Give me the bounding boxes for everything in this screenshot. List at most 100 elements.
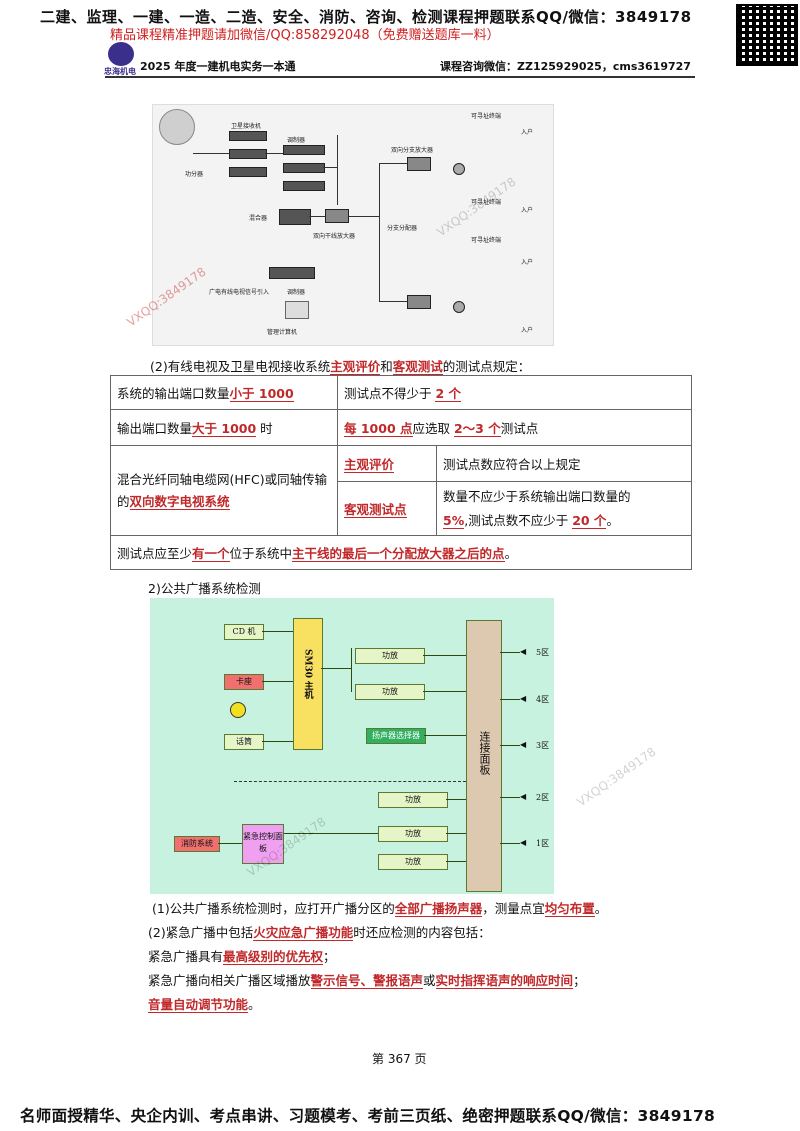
wire (500, 797, 520, 798)
cell-text: 。 (504, 546, 518, 561)
cell-text: 测试点应至少 (117, 546, 193, 561)
text-span: (1)公共广播系统检测时，应打开广播分区的 (152, 901, 395, 916)
label-mgmt-pc: 管理计算机 (267, 329, 298, 336)
wire (323, 167, 337, 168)
label-splitter: 功分器 (185, 171, 204, 178)
label-modulator-bottom: 调制器 (287, 289, 306, 296)
text-highlight: 全部广播扬声器 (394, 901, 483, 917)
cell-text: 应选取 (412, 421, 454, 436)
text-span: 。 (248, 997, 261, 1012)
cell-text: 测试点 (500, 421, 539, 436)
wire (321, 668, 351, 669)
speaker-icon: ◀ (520, 647, 527, 656)
caption-post: 的测试点规定： (442, 359, 531, 374)
test-point-table: 系统的输出端口数量小于 1000 测试点不得少于 2 个 输出端口数量大于 10… (110, 375, 692, 570)
cell-text: 测试点不得少于 (344, 386, 436, 401)
modulator-device (269, 267, 315, 279)
table-cell: 输出端口数量大于 1000 时 (110, 409, 338, 446)
table-row: 输出端口数量大于 1000 时 每 1000 点应选取 2～3 个测试点 (110, 409, 692, 446)
caption-mid: 和 (380, 359, 393, 374)
wire (262, 631, 293, 632)
cd-player-box: CD 机 (224, 624, 264, 640)
cell-highlight: 2 个 (435, 386, 462, 402)
wire (500, 652, 520, 653)
qr-code-icon (736, 4, 798, 66)
text-span: 紧急广播具有 (148, 949, 224, 964)
cable-section-caption: (2)有线电视及卫星电视接收系统主观评价和客观测试的测试点规定： (150, 356, 530, 375)
table-cell: 每 1000 点应选取 2～3 个测试点 (337, 409, 692, 446)
wire (379, 301, 429, 302)
pa-paragraph-5: 音量自动调节功能。 (148, 994, 261, 1013)
wire (446, 833, 466, 834)
zone-label: 2区 (536, 793, 550, 802)
watermark: VXQQ:3849178 (574, 744, 659, 810)
wire (379, 163, 429, 164)
splitter-node-2 (453, 301, 465, 313)
text-span: (2)紧急广播中包括 (148, 925, 254, 940)
label-tv-source: 广电有线电视信号引入 (209, 289, 270, 296)
text-span: ，测量点宜 (482, 901, 545, 916)
computer-icon (285, 301, 309, 319)
amplifier-box: 功放 (378, 792, 448, 808)
caption-highlight-subjective: 主观评价 (330, 359, 381, 375)
connection-panel-box: 连接面板 (466, 620, 502, 892)
top-banner: 二建、监理、一建、一造、二造、安全、消防、咨询、检测课程押题联系QQ/微信：38… (40, 8, 692, 26)
wire (424, 735, 466, 736)
cell-highlight: 客观测试点 (344, 502, 407, 518)
label-trunk-amp: 双向干线放大器 (313, 233, 356, 240)
wire (265, 153, 283, 154)
device-rack-4 (283, 145, 325, 155)
label-modulator-top: 调制器 (287, 137, 306, 144)
table-row: 系统的输出端口数量小于 1000 测试点不得少于 2 个 (110, 375, 692, 410)
label-term-1: 可寻址终端 (471, 113, 502, 120)
table-cell: 客观测试点 (337, 481, 437, 536)
separator-dashed-line (234, 781, 466, 782)
wire (500, 843, 520, 844)
text-span: 时还应检测的内容包括： (353, 925, 491, 940)
zone-label: 5区 (536, 648, 550, 657)
fire-system-box: 消防系统 (174, 836, 220, 852)
cell-text: 测试点数应符合以上规定 (443, 457, 581, 472)
text-highlight: 均匀布置 (544, 901, 595, 917)
speaker-selector-box: 扬声器选择器 (366, 728, 426, 744)
cell-text: 混合光纤同轴电缆网(HFC)或同轴传输的 (117, 471, 328, 509)
host-box: SM30 主机 (293, 618, 323, 750)
mic-icon (230, 702, 246, 718)
table-row: 混合光纤同轴电缆网(HFC)或同轴传输的双向数字电视系统 主观评价 测试点数应符… (110, 445, 692, 536)
text-highlight: 火灾应急广播功能 (253, 925, 354, 941)
label-term-3: 可寻址终端 (471, 237, 502, 244)
text-highlight: 音量自动调节功能 (148, 997, 249, 1013)
table-cell: 测试点不得少于 2 个 (337, 375, 692, 410)
wire (500, 699, 520, 700)
cell-highlight: 有一个 (192, 546, 230, 562)
cell-highlight: 主观评价 (344, 457, 395, 473)
cell-highlight: 主干线的最后一个分配放大器之后的点 (292, 546, 505, 562)
text-highlight: 最高级别的优先权 (223, 949, 324, 965)
bi-amp-bottom (407, 295, 431, 309)
footer-banner: 名师面授精华、央企内训、考点串讲、习题模考、考前三页纸、绝密押题联系QQ/微信：… (20, 1107, 716, 1125)
emergency-panel-box: 紧急控制面板 (242, 824, 284, 864)
label-home-2: 入户 (521, 207, 534, 214)
text-span: 紧急广播向相关广播区域播放 (148, 973, 311, 988)
label-home-3: 入户 (521, 259, 534, 266)
cell-highlight: 5% (443, 512, 465, 529)
host-label: SM30 主机 (302, 649, 313, 700)
logo-icon (108, 42, 134, 66)
label-sat-receiver: 卫星接收机 (231, 123, 262, 130)
wire (423, 691, 466, 692)
pa-paragraph-2: (2)紧急广播中包括火灾应急广播功能时还应检测的内容包括： (148, 922, 491, 941)
wire (193, 153, 229, 154)
pa-paragraph-1: (1)公共广播系统检测时，应打开广播分区的全部广播扬声器，测量点宜均匀布置。 (152, 898, 607, 917)
table-cell: 混合光纤同轴电缆网(HFC)或同轴传输的双向数字电视系统 (110, 445, 338, 536)
table-cell: 测试点数应符合以上规定 (436, 445, 692, 482)
bi-amp-top (407, 157, 431, 171)
page-number: 第 367 页 (372, 1052, 427, 1066)
cell-highlight: 每 1000 点 (344, 421, 413, 437)
zone-label: 1区 (536, 839, 550, 848)
cell-text: 。 (606, 512, 619, 528)
zone-label: 4区 (536, 695, 550, 704)
label-home-1: 入户 (521, 129, 534, 136)
wire (446, 799, 466, 800)
cell-text: 系统的输出端口数量 (117, 386, 230, 401)
